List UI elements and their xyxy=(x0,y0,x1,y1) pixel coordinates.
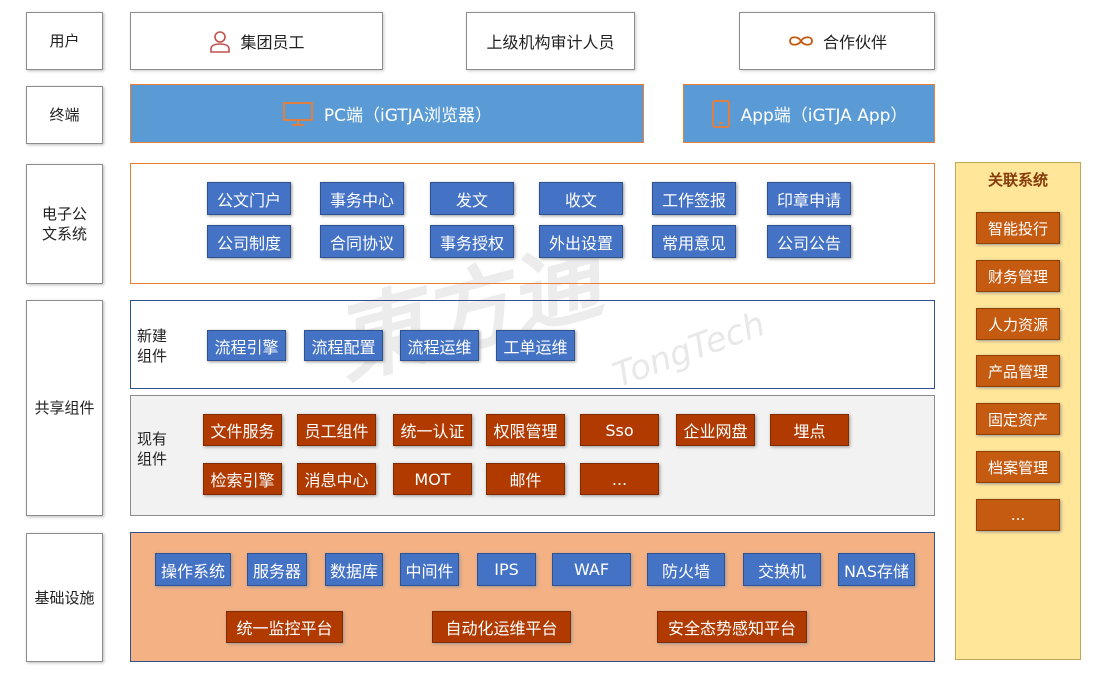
new-component: 流程运维 xyxy=(400,330,479,361)
infra-item: 服务器 xyxy=(247,553,307,586)
terminal-pc: PC端（iGTJA浏览器） xyxy=(130,84,644,143)
edoc-module: 外出设置 xyxy=(539,225,623,258)
infra-item: 交换机 xyxy=(743,553,821,586)
new-component: 流程配置 xyxy=(304,330,383,361)
infra-item: NAS存储 xyxy=(838,553,915,586)
edoc-module: 收文 xyxy=(539,182,623,215)
user-group-partners: 合作伙伴 xyxy=(739,12,935,70)
infra-item: WAF xyxy=(552,553,631,586)
infra-platform: 自动化运维平台 xyxy=(432,611,571,643)
layer-label-infra: 基础设施 xyxy=(26,533,103,662)
terminal-app: App端（iGTJA App） xyxy=(683,84,935,143)
edoc-module: 公文门户 xyxy=(207,182,291,215)
related-system-item: 财务管理 xyxy=(976,260,1060,292)
infra-item: 中间件 xyxy=(400,553,459,586)
new-component: 工单运维 xyxy=(496,330,575,361)
related-system-item: 产品管理 xyxy=(976,355,1060,387)
existing-component: 统一认证 xyxy=(393,414,472,446)
mobile-phone-icon xyxy=(711,99,730,128)
existing-component: 企业网盘 xyxy=(676,414,755,446)
edoc-module: 事务授权 xyxy=(430,225,514,258)
existing-component: 邮件 xyxy=(486,463,565,495)
infra-item: IPS xyxy=(477,553,536,586)
edoc-system-panel xyxy=(130,163,935,284)
edoc-module: 发文 xyxy=(430,182,514,215)
layer-label-terminal: 终端 xyxy=(26,86,103,144)
layer-label-edoc: 电子公文系统 xyxy=(26,164,103,284)
user-group-employees: 集团员工 xyxy=(130,12,383,70)
edoc-module: 公司制度 xyxy=(207,225,291,258)
user-label: 上级机构审计人员 xyxy=(486,33,615,52)
edoc-module: 事务中心 xyxy=(320,182,404,215)
new-components-label: 新建组件 xyxy=(137,327,168,365)
new-component: 流程引擎 xyxy=(207,330,286,361)
terminal-label: App端（iGTJA App） xyxy=(740,106,908,126)
infra-item: 防火墙 xyxy=(647,553,725,586)
related-systems-title: 关联系统 xyxy=(987,170,1048,189)
edoc-module: 常用意见 xyxy=(652,225,736,258)
existing-component: 权限管理 xyxy=(486,414,565,446)
monitor-icon xyxy=(283,101,313,126)
user-group-auditors: 上级机构审计人员 xyxy=(466,12,635,70)
infra-item: 数据库 xyxy=(325,553,383,586)
related-system-item: ... xyxy=(976,499,1060,531)
existing-component: 检索引擎 xyxy=(203,463,282,495)
existing-component: MOT xyxy=(393,463,472,495)
layer-label-shared: 共享组件 xyxy=(26,300,103,516)
related-system-item: 人力资源 xyxy=(976,308,1060,340)
existing-component: 员工组件 xyxy=(297,414,376,446)
existing-component: 文件服务 xyxy=(203,414,282,446)
existing-components-label: 现有组件 xyxy=(137,430,168,468)
user-label: 合作伙伴 xyxy=(822,33,887,52)
new-components-panel xyxy=(130,300,935,389)
edoc-module: 工作签报 xyxy=(652,182,736,215)
user-label: 集团员工 xyxy=(240,33,305,52)
person-icon xyxy=(210,31,231,53)
infra-item: 操作系统 xyxy=(155,553,231,586)
existing-component: ... xyxy=(580,463,659,495)
infinity-icon xyxy=(789,36,813,46)
edoc-module: 合同协议 xyxy=(320,225,404,258)
edoc-module: 公司公告 xyxy=(767,225,851,258)
terminal-label: PC端（iGTJA浏览器） xyxy=(323,106,493,126)
related-system-item: 智能投行 xyxy=(976,212,1060,244)
existing-component: Sso xyxy=(580,414,659,446)
existing-component: 埋点 xyxy=(770,414,849,446)
related-system-item: 固定资产 xyxy=(976,403,1060,435)
layer-label-users: 用户 xyxy=(26,12,103,70)
existing-component: 消息中心 xyxy=(297,463,376,495)
infra-platform: 统一监控平台 xyxy=(226,611,343,643)
edoc-module: 印章申请 xyxy=(767,182,851,215)
infra-platform: 安全态势感知平台 xyxy=(657,611,807,643)
related-system-item: 档案管理 xyxy=(976,451,1060,483)
